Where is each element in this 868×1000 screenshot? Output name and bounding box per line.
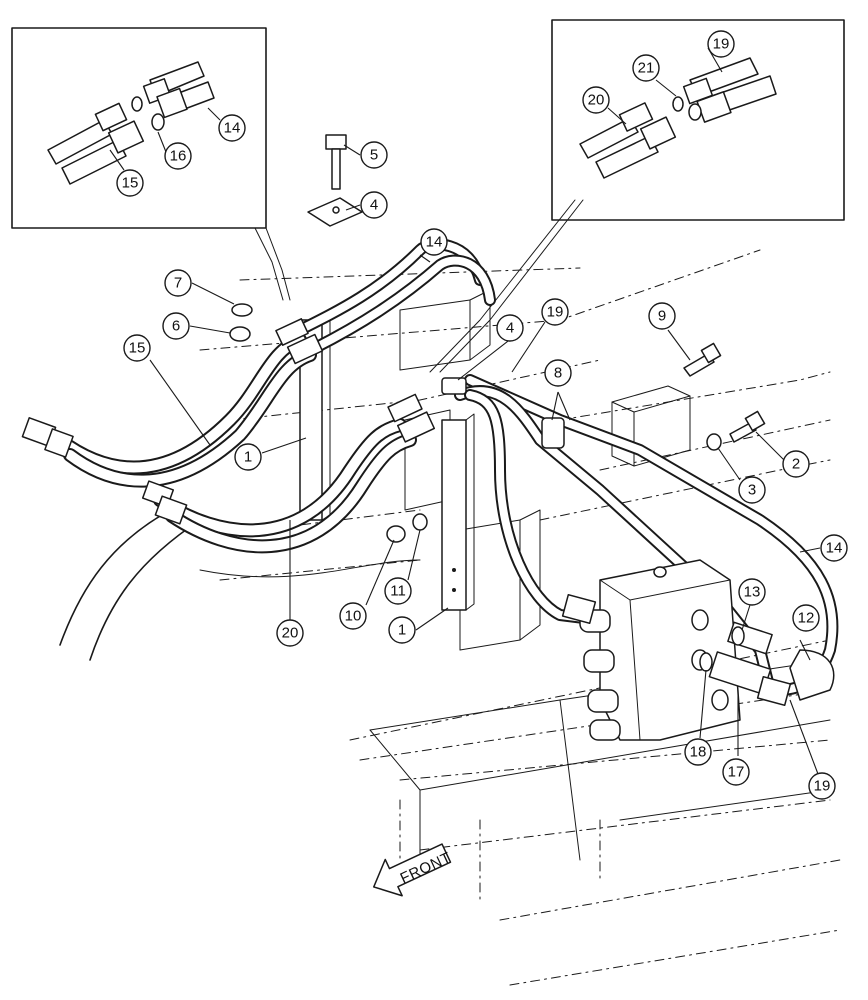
callout-inset-16: 16 <box>164 142 192 170</box>
callout-19-top: 19 <box>541 298 569 326</box>
callout-19-bottom: 19 <box>808 772 836 800</box>
svg-text:14: 14 <box>426 234 443 251</box>
hose-assemblies <box>53 238 839 696</box>
inset-right-fittings <box>579 57 777 179</box>
svg-text:2: 2 <box>792 456 800 473</box>
svg-text:9: 9 <box>658 308 666 325</box>
inset-left <box>11 27 291 301</box>
svg-text:19: 19 <box>713 36 730 53</box>
svg-text:7: 7 <box>174 275 182 292</box>
svg-text:15: 15 <box>129 340 146 357</box>
svg-text:16: 16 <box>170 148 187 165</box>
svg-text:4: 4 <box>506 320 514 337</box>
callout-inset-15: 15 <box>116 169 144 197</box>
callout-inset-20: 20 <box>582 86 610 114</box>
callout-12: 12 <box>792 604 820 632</box>
callout-2: 2 <box>782 450 810 478</box>
callout-7: 7 <box>164 269 192 297</box>
callout-3: 3 <box>738 476 766 504</box>
callout-8: 8 <box>544 359 572 387</box>
callout-17: 17 <box>722 758 750 786</box>
callout-4-mid: 4 <box>496 314 524 342</box>
callout-14-top: 14 <box>420 228 448 256</box>
svg-text:21: 21 <box>638 60 655 77</box>
callout-inset-19: 19 <box>707 30 735 58</box>
svg-text:1: 1 <box>244 449 252 466</box>
inset-left-fittings <box>47 61 215 185</box>
callout-5: 5 <box>360 141 388 169</box>
svg-text:4: 4 <box>370 197 378 214</box>
leader-lines <box>149 144 821 775</box>
callout-6: 6 <box>162 312 190 340</box>
svg-text:14: 14 <box>826 540 843 557</box>
svg-text:3: 3 <box>748 482 756 499</box>
fittings <box>21 134 835 741</box>
svg-text:12: 12 <box>798 610 815 627</box>
callout-11: 11 <box>384 577 412 605</box>
svg-text:10: 10 <box>345 608 362 625</box>
svg-text:5: 5 <box>370 147 378 164</box>
svg-text:14: 14 <box>224 120 241 137</box>
inset-right <box>429 19 845 373</box>
svg-text:20: 20 <box>282 625 299 642</box>
callout-15: 15 <box>123 334 151 362</box>
svg-text:6: 6 <box>172 318 180 335</box>
callout-1-left: 1 <box>234 443 262 471</box>
svg-text:19: 19 <box>547 304 564 321</box>
callout-4-top: 4 <box>360 191 388 219</box>
callout-18: 18 <box>684 738 712 766</box>
svg-text:13: 13 <box>744 584 761 601</box>
callout-9: 9 <box>648 302 676 330</box>
svg-text:19: 19 <box>814 778 831 795</box>
callout-inset-21: 21 <box>632 54 660 82</box>
front-arrow: FRONT <box>372 843 454 897</box>
svg-text:1: 1 <box>398 622 406 639</box>
callout-inset-14: 14 <box>218 114 246 142</box>
svg-text:15: 15 <box>122 175 139 192</box>
callouts: 5 4 14 7 6 15 1 20 10 11 1 4 19 8 9 2 3 … <box>116 30 848 800</box>
callout-14-right: 14 <box>820 534 848 562</box>
callout-1-right: 1 <box>388 616 416 644</box>
callout-10: 10 <box>339 602 367 630</box>
svg-text:8: 8 <box>554 365 562 382</box>
svg-text:18: 18 <box>690 744 707 761</box>
svg-text:17: 17 <box>728 764 745 781</box>
svg-text:11: 11 <box>390 583 406 600</box>
svg-text:20: 20 <box>588 92 605 109</box>
callout-20: 20 <box>276 619 304 647</box>
callout-13: 13 <box>738 578 766 606</box>
